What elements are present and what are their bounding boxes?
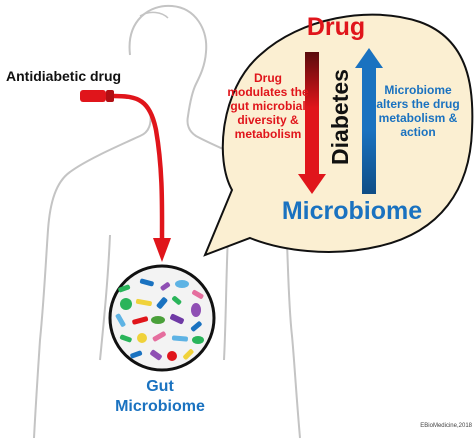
drug-effect-text: Drug modulates the gut microbial diversi… bbox=[227, 71, 309, 141]
gut-microbiome-circle bbox=[108, 264, 216, 372]
gut-microbiome-label: Gut Microbiome bbox=[115, 378, 205, 415]
blue-up-arrow bbox=[355, 48, 383, 194]
microbiome-effect-text: Microbiome alters the drug metabolism & … bbox=[376, 83, 460, 139]
speech-bubble bbox=[203, 13, 474, 257]
red-down-arrow bbox=[298, 52, 326, 194]
human-silhouette bbox=[33, 4, 301, 439]
microbe-shapes bbox=[115, 278, 204, 361]
microbiome-heading: Microbiome bbox=[281, 197, 423, 225]
drug-heading: Drug bbox=[306, 13, 366, 41]
source-credit: EBioMedicine,2018 bbox=[420, 423, 472, 429]
antidiabetic-drug-label: Antidiabetic drug bbox=[6, 68, 122, 84]
drug-path-arrowhead bbox=[153, 238, 171, 262]
diabetes-label: Diabetes bbox=[327, 69, 353, 165]
drug-capsule-icon bbox=[80, 90, 114, 102]
drug-path-arrow bbox=[113, 93, 165, 241]
